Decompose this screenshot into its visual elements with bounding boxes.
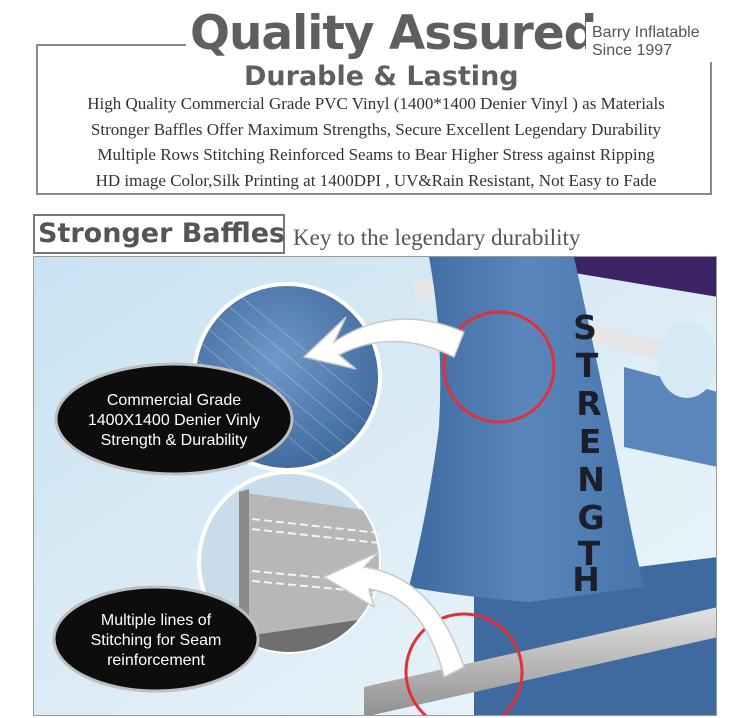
feature-item: HD image Color,Silk Printing at 1400DPI … <box>95 170 657 190</box>
callout-top-line3: Strength & Durability <box>101 432 248 449</box>
highlight-circle-bottom <box>404 612 524 715</box>
strength-letter: T <box>576 346 599 385</box>
baffle-hole <box>657 322 716 398</box>
callout-bottom-line2: Stitching for Seam <box>91 632 222 649</box>
highlight-circle-top <box>442 310 556 424</box>
strength-letter: R <box>576 384 601 423</box>
arrow-top <box>302 316 465 370</box>
page-title: Quality Assured <box>190 6 597 61</box>
callout-top-line2: 1400X1400 Denier Vinly <box>88 412 260 429</box>
baffle-illustration: Commercial Grade 1400X1400 Denier Vinly … <box>33 256 717 716</box>
callout-bottom <box>52 585 260 693</box>
strength-letter: N <box>577 460 605 499</box>
page-subtitle: Durable & Lasting <box>244 61 519 92</box>
feature-item: Multiple Rows Stitching Reinforced Seams… <box>97 145 655 164</box>
section-tagline: Key to the legendary durability <box>293 225 581 250</box>
title-mask <box>186 8 578 60</box>
strength-letter: S <box>573 308 597 347</box>
callout-bottom-line1: Multiple lines of <box>101 612 212 629</box>
strength-letter: E <box>579 422 602 461</box>
brand-since: Since 1997 <box>592 42 673 59</box>
illustration-svg: Commercial Grade 1400X1400 Denier Vinly … <box>34 257 716 715</box>
callout-top-line1: Commercial Grade <box>107 392 241 409</box>
strength-letter: H <box>572 560 600 599</box>
arrow-bottom <box>322 551 465 679</box>
bottom-seam <box>364 607 716 715</box>
strength-letter: T <box>578 534 601 573</box>
feature-item: Stronger Baffles Offer Maximum Strengths… <box>90 119 662 139</box>
brand-name: Barry Inflatable <box>592 24 700 41</box>
feature-item: High Quality Commercial Grade PVC Vinyl … <box>87 94 665 113</box>
brand-mask <box>586 22 718 62</box>
feature-list: High Quality Commercial Grade PVC Vinyl … <box>44 91 708 193</box>
strength-baffle <box>409 257 644 602</box>
section-title: Stronger Baffles <box>33 214 285 254</box>
strength-letter: G <box>577 498 604 537</box>
callout-top <box>54 362 294 476</box>
callout-bottom-line3: reinforcement <box>107 652 205 669</box>
